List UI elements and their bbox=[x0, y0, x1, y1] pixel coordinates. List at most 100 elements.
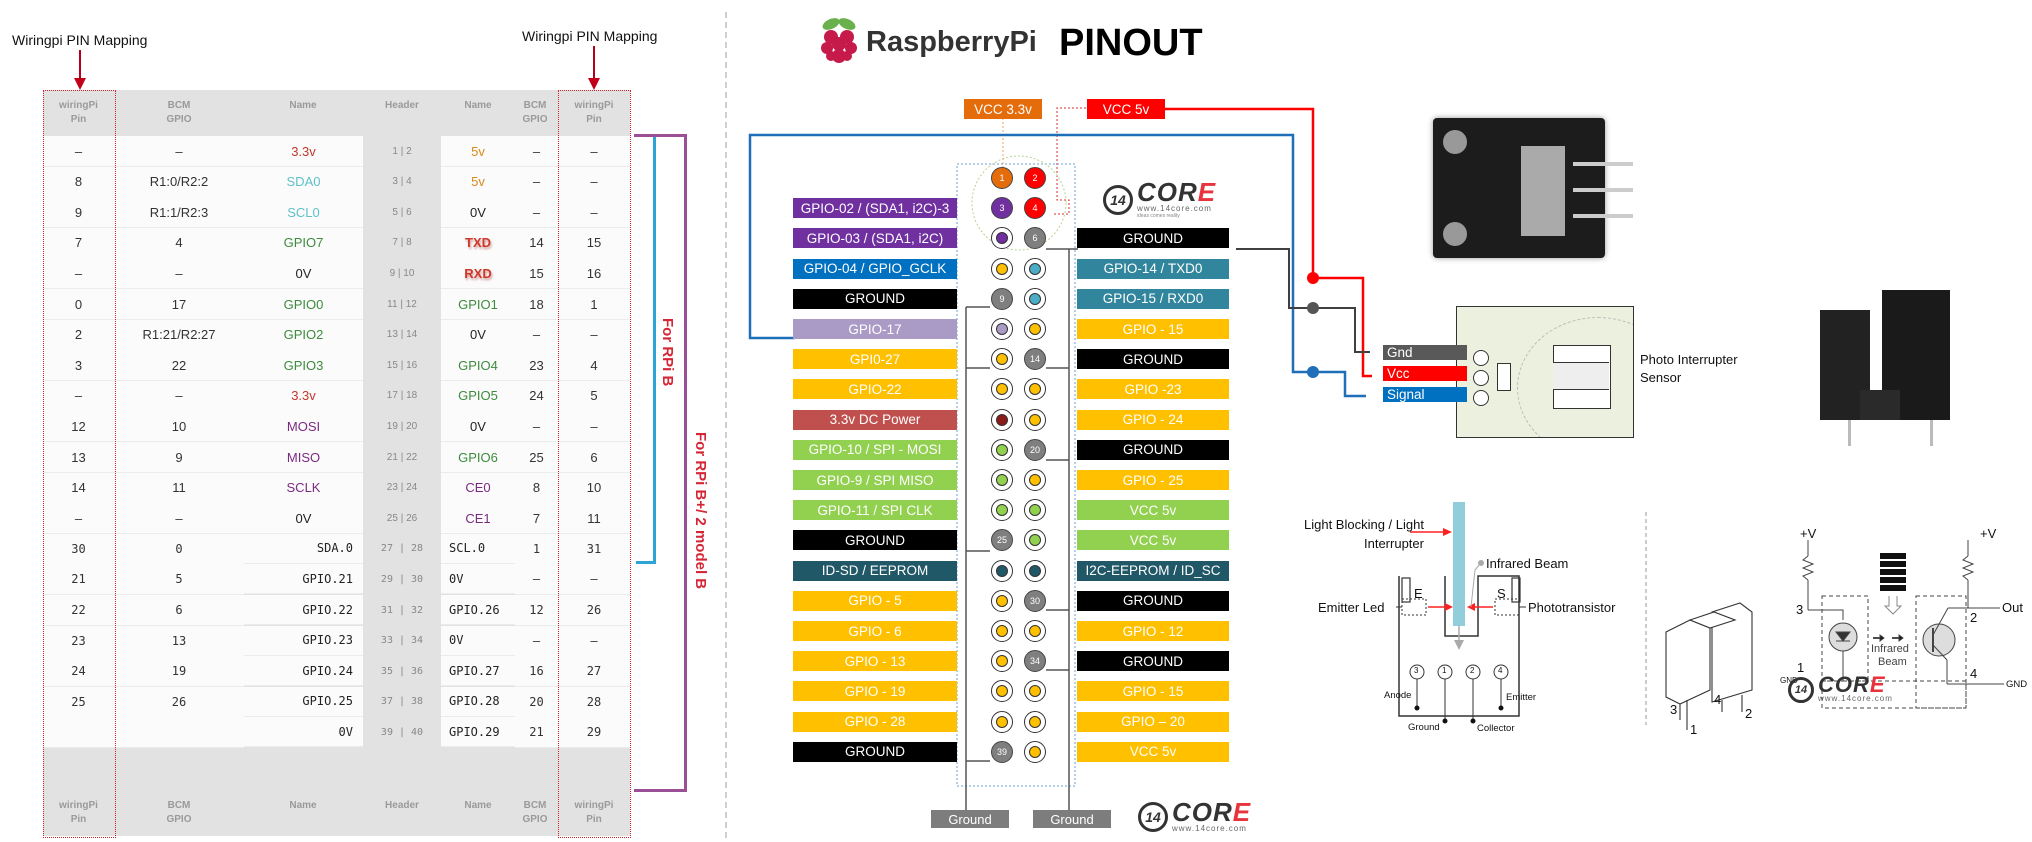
cell-wpR: 4 bbox=[558, 350, 630, 382]
cell-nameL: MISO bbox=[244, 442, 363, 473]
signal-junction bbox=[1307, 366, 1319, 378]
pin-dot bbox=[996, 413, 1008, 426]
cell-bcmR: 8 bbox=[515, 472, 558, 504]
header-pin-odd bbox=[991, 499, 1013, 522]
pin-label-left: GPIO - 19 bbox=[793, 681, 957, 702]
pin-dot bbox=[1029, 383, 1041, 396]
module-pin-gnd: Gnd bbox=[1383, 345, 1467, 360]
pin-label-left: GPIO-9 / SPI MISO bbox=[793, 470, 957, 490]
column-header-line2: GPIO bbox=[166, 114, 192, 125]
header-pin-even bbox=[1024, 740, 1046, 763]
pin-dot bbox=[1029, 504, 1041, 517]
cell-bcmR: 15 bbox=[515, 258, 558, 290]
cell-wpL: 3 bbox=[43, 350, 114, 382]
raspberry-pi-brand: RaspberryPi bbox=[866, 26, 1037, 58]
pin-label-right: GPIO - 12 bbox=[1077, 621, 1229, 641]
header-pin-even bbox=[1024, 559, 1046, 582]
column-header-line1: Name bbox=[464, 100, 492, 111]
pin-label-left: GPIO-17 bbox=[793, 319, 957, 339]
cell-nameR: GPIO1 bbox=[441, 289, 515, 320]
cell-hdr: 19 | 20 bbox=[386, 420, 418, 432]
header-pin-odd: 3 bbox=[991, 197, 1013, 220]
pin-label-left: GPIO - 28 bbox=[793, 711, 957, 732]
header-pin-odd: 1 bbox=[991, 167, 1013, 189]
cell-nameR: GPIO.28 bbox=[441, 686, 515, 717]
column-header-line1: BCM bbox=[167, 800, 191, 811]
header-pin-odd bbox=[991, 318, 1013, 340]
pin-label-right: GPIO - 25 bbox=[1077, 470, 1229, 490]
column-header-line2: Pin bbox=[586, 814, 602, 825]
gnd-left-label: GND bbox=[1780, 676, 1798, 685]
pin-label-right: GPIO-14 / TXD0 bbox=[1077, 258, 1229, 279]
cell-nameL: MOSI bbox=[244, 411, 363, 443]
interrupter-circuit bbox=[1801, 540, 2004, 709]
schematic-pin-1: 1 bbox=[1442, 666, 1447, 675]
cell-nameL: GPIO.23 bbox=[244, 625, 363, 656]
header-pin-even bbox=[1024, 680, 1046, 703]
header-pin-even bbox=[1024, 287, 1046, 310]
circuit-pin-4: 4 bbox=[1970, 666, 1978, 681]
pin-dot bbox=[996, 474, 1008, 486]
pinout-title: PINOUT bbox=[1059, 22, 1203, 64]
pin-label-left: GPIO-04 / GPIO_GCLK bbox=[793, 258, 957, 279]
cell-hdr: 27 | 28 bbox=[380, 543, 424, 555]
cell-bcmL: 0 bbox=[114, 533, 244, 565]
cell-bcmR: – bbox=[515, 166, 558, 198]
cell-bcmL: 10 bbox=[114, 411, 244, 443]
arrow-line-left bbox=[79, 50, 81, 80]
pin-dot bbox=[1029, 534, 1041, 547]
wiringpi-label-right: Wiringpi PIN Mapping bbox=[522, 28, 658, 44]
cell-nameL: 0V bbox=[244, 717, 363, 748]
header-pin-odd bbox=[991, 620, 1013, 642]
cell-hdr: 9 | 10 bbox=[389, 267, 415, 279]
14core-ring-icon: 14 bbox=[1138, 801, 1168, 832]
cell-wpR: 16 bbox=[558, 258, 630, 290]
infrared-beam-label: Infrared Beam bbox=[1486, 556, 1569, 571]
cell-wpR: – bbox=[558, 166, 630, 198]
pin-dot bbox=[996, 353, 1008, 366]
pin-label-right: GROUND bbox=[1077, 651, 1229, 672]
header-pin-odd bbox=[991, 469, 1013, 491]
pin-dot bbox=[1029, 474, 1041, 486]
cell-hdr: 15 | 16 bbox=[386, 359, 418, 371]
cell-wpL bbox=[43, 717, 114, 749]
column-header-line2: Pin bbox=[70, 114, 87, 125]
column-header-line2: GPIO bbox=[166, 814, 192, 825]
logo-url: www.14core.com bbox=[1137, 204, 1212, 213]
header-pin-even: 14 bbox=[1024, 348, 1046, 371]
cell-nameR: 5v bbox=[441, 136, 515, 167]
cell-hdr: 33 | 34 bbox=[380, 635, 424, 647]
cell-hdr: 1 | 2 bbox=[392, 145, 412, 157]
cell-hdr: 25 | 26 bbox=[386, 512, 418, 524]
pkg-pin-4: 4 bbox=[1714, 692, 1722, 707]
column-header-line1: Header bbox=[385, 100, 419, 111]
logo-word: CORE bbox=[1172, 797, 1252, 827]
pin-dot bbox=[996, 383, 1008, 396]
header-pin-even bbox=[1024, 408, 1046, 431]
pin-label-left: GROUND bbox=[793, 741, 957, 762]
logo-tagline: ideas comes reality bbox=[1137, 213, 1180, 219]
pin-dot bbox=[996, 564, 1008, 577]
cell-bcmL: 11 bbox=[114, 472, 244, 504]
sensor-module-photo bbox=[1433, 118, 1633, 258]
cell-nameR: GPIO.26 bbox=[441, 595, 515, 625]
header-box bbox=[956, 163, 1076, 787]
cell-wpL: 12 bbox=[43, 411, 114, 443]
interrupter-photo bbox=[1820, 290, 1950, 450]
wiringpi-highlight-right bbox=[558, 90, 631, 838]
interrupter-schematic bbox=[1396, 502, 1526, 724]
header-pin-odd bbox=[991, 438, 1013, 461]
pin-label-right: GPIO - 24 bbox=[1077, 409, 1229, 430]
column-header-line1: BCM bbox=[523, 800, 547, 811]
column-header: BCM GPIO bbox=[115, 790, 243, 836]
cell-nameL: 0V bbox=[244, 503, 363, 535]
collector-label: Collector bbox=[1477, 723, 1515, 734]
header-pin-odd bbox=[991, 257, 1013, 280]
